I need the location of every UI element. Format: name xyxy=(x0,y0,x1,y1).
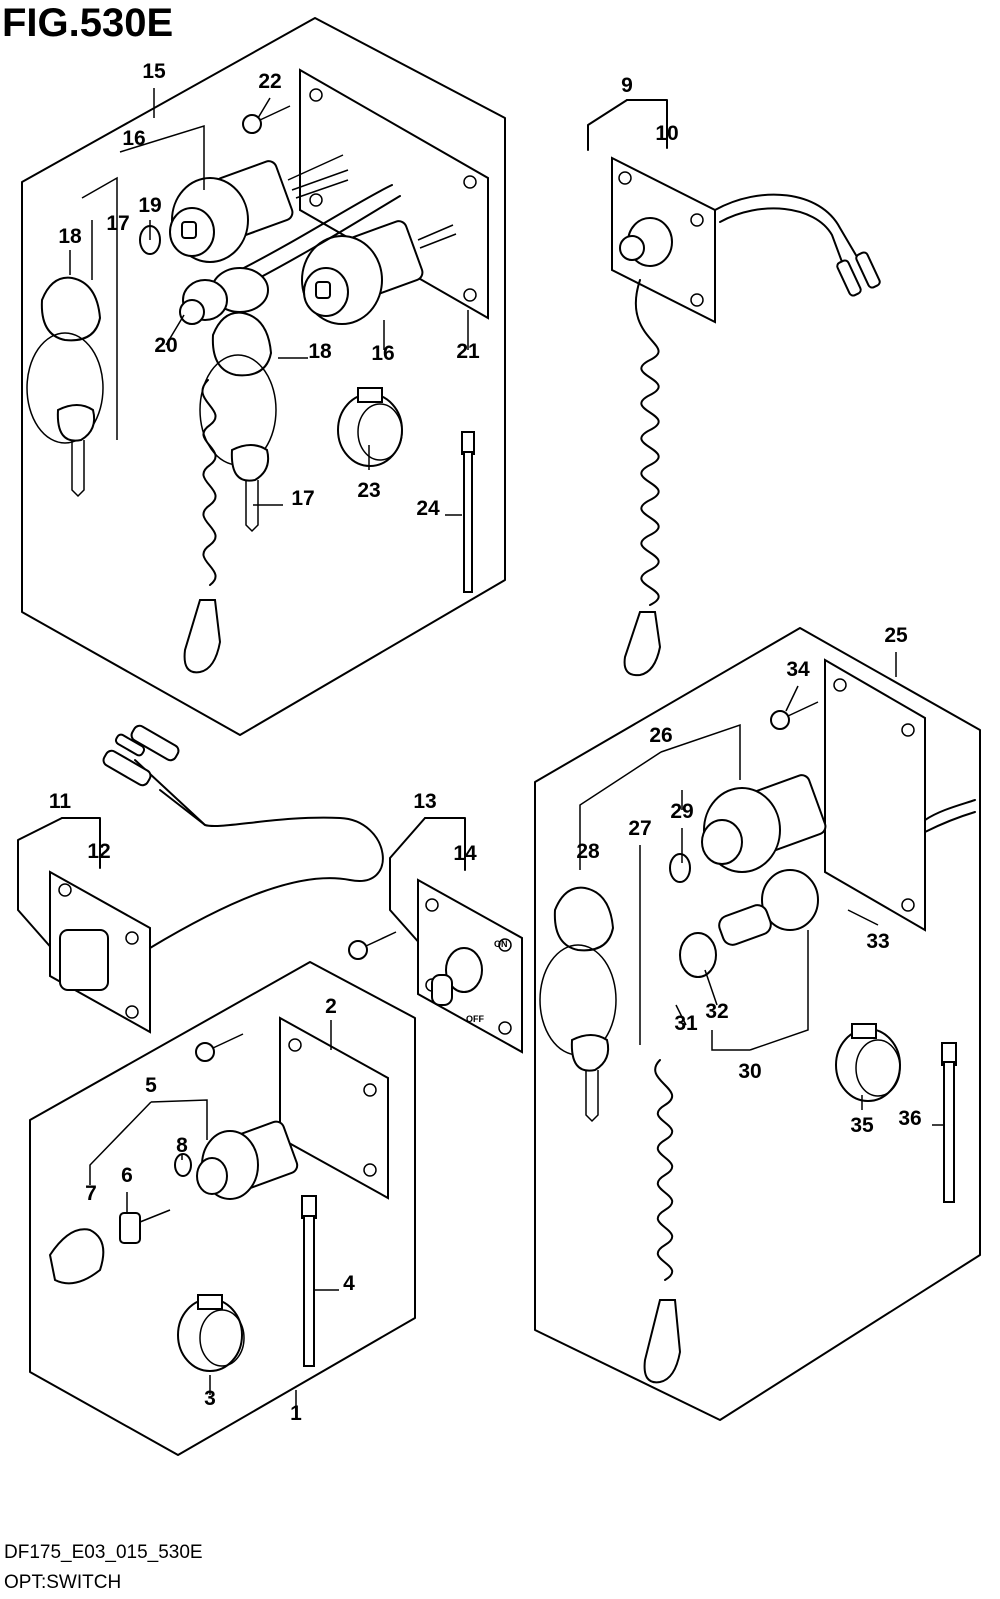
callout-16: 16 xyxy=(122,127,145,150)
ignition-switch-16-upper xyxy=(169,154,349,263)
panel-2 xyxy=(279,1016,389,1200)
callout-36: 36 xyxy=(898,1107,921,1130)
callout-34: 34 xyxy=(786,658,810,681)
panel-21 xyxy=(299,68,489,320)
callout-2: 2 xyxy=(325,995,337,1018)
callout-35: 35 xyxy=(850,1114,874,1137)
stop-switch-20 xyxy=(179,267,269,325)
callout-28: 28 xyxy=(576,840,600,863)
cap-8 xyxy=(174,1153,192,1177)
callout-31: 31 xyxy=(674,1012,698,1035)
figure-code: DF175_E03_015_530E xyxy=(4,1542,203,1563)
cap-29 xyxy=(669,853,691,883)
callout-12: 12 xyxy=(87,840,110,863)
callout-8: 8 xyxy=(176,1134,188,1157)
callout-33: 33 xyxy=(866,930,889,953)
callout-16: 16 xyxy=(371,342,394,365)
off-label: OFF xyxy=(466,1014,484,1024)
callout-4: 4 xyxy=(343,1272,355,1295)
callout-17: 17 xyxy=(291,487,314,510)
callout-3: 3 xyxy=(204,1387,216,1410)
callout-17: 17 xyxy=(106,212,129,235)
panel-33 xyxy=(824,658,926,932)
ignition-switch-16-lower xyxy=(301,220,457,325)
callout-20: 20 xyxy=(154,334,177,357)
group-15-box xyxy=(21,17,506,736)
callout-25: 25 xyxy=(884,624,908,647)
callout-24: 24 xyxy=(416,497,440,520)
group-13: ON OFF xyxy=(348,817,523,1054)
key-fob-7 xyxy=(48,1228,105,1285)
callout-26: 26 xyxy=(649,724,672,747)
group-9 xyxy=(587,99,881,677)
group-25-box xyxy=(534,627,981,1421)
figure-title: FIG.530E xyxy=(2,1,173,45)
key-fob-18-left xyxy=(26,276,104,498)
callout-18: 18 xyxy=(58,225,82,248)
group-11 xyxy=(17,724,384,1034)
tie-strap-24 xyxy=(461,431,475,593)
key-6 xyxy=(119,1212,141,1244)
on-label: ON xyxy=(494,939,508,949)
callout-9: 9 xyxy=(621,74,633,97)
stop-switch-30 xyxy=(761,869,819,931)
callout-30: 30 xyxy=(738,1060,761,1083)
callout-18: 18 xyxy=(308,340,332,363)
callout-6: 6 xyxy=(121,1164,133,1187)
callout-15: 15 xyxy=(142,60,166,83)
callout-23: 23 xyxy=(357,479,380,502)
key-fob-18-right xyxy=(199,311,277,533)
tie-strap-4 xyxy=(301,1195,317,1219)
callout-13: 13 xyxy=(413,790,436,813)
callout-29: 29 xyxy=(670,800,693,823)
callout-14: 14 xyxy=(453,842,477,865)
callout-22: 22 xyxy=(258,70,281,93)
callout-19: 19 xyxy=(138,194,161,217)
lanyard-coil-left xyxy=(183,379,222,674)
callout-21: 21 xyxy=(456,340,480,363)
cover-23 xyxy=(337,387,403,467)
callout-5: 5 xyxy=(145,1074,157,1097)
group-1-box xyxy=(29,961,416,1456)
callout-11: 11 xyxy=(49,790,72,813)
callout-10: 10 xyxy=(655,122,678,145)
figure-caption: OPT:SWITCH xyxy=(4,1572,121,1593)
callout-27: 27 xyxy=(628,817,651,840)
screw-22 xyxy=(242,105,291,134)
callout-1: 1 xyxy=(290,1402,302,1425)
callout-32: 32 xyxy=(705,1000,728,1023)
callout-7: 7 xyxy=(85,1182,97,1205)
nut-32 xyxy=(679,932,717,978)
